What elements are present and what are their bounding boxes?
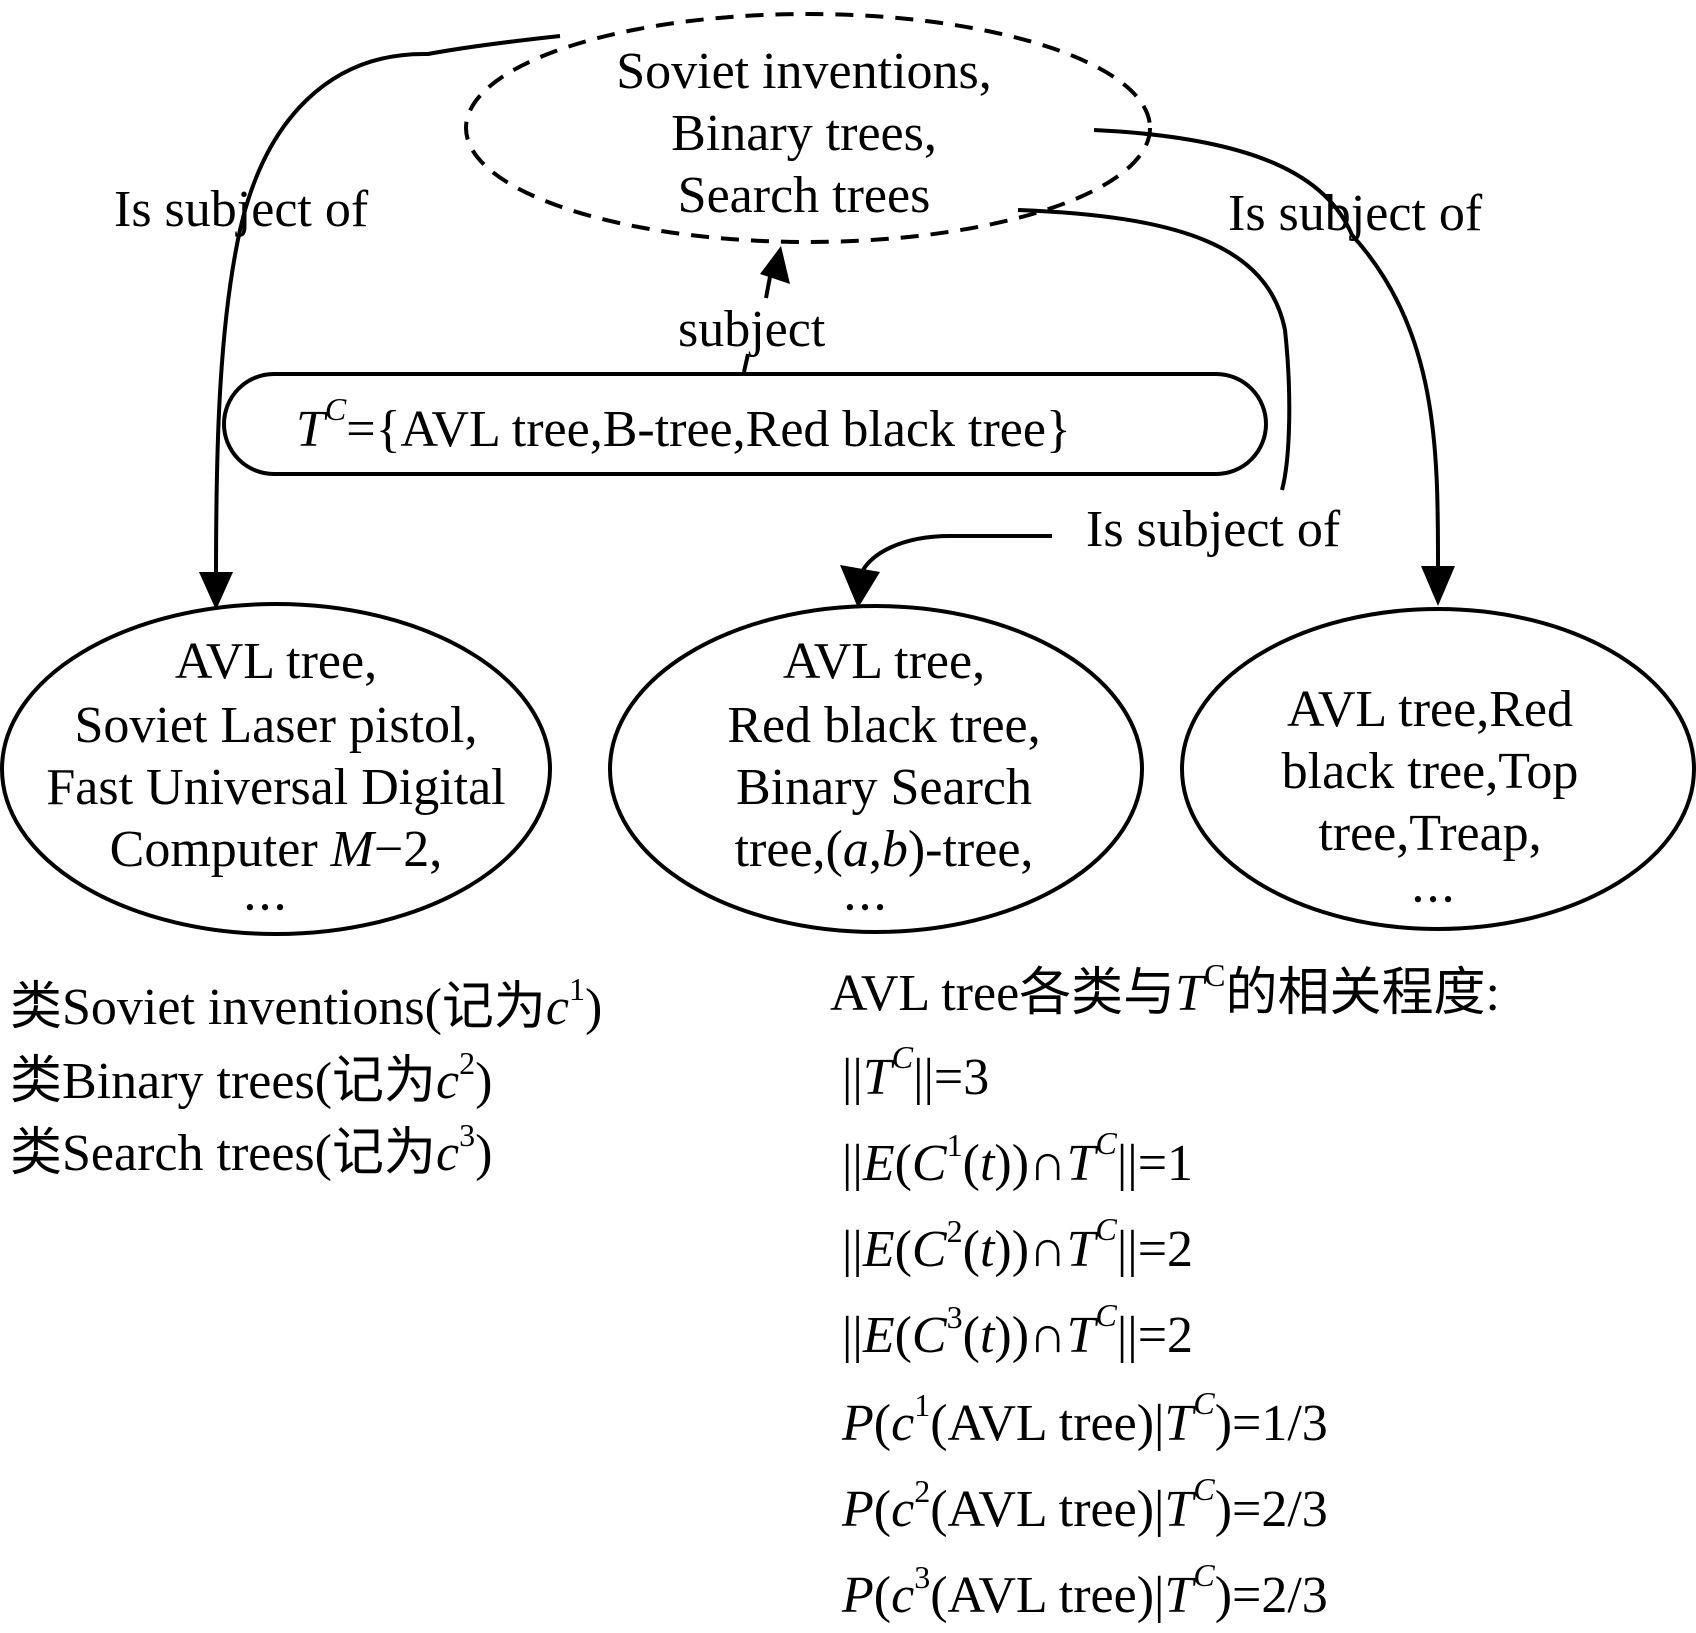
tc-cardinality: ||TC||=3 <box>842 1039 989 1106</box>
top-node-line: Search trees <box>678 167 931 224</box>
right-node-line: AVL tree,Red <box>1287 681 1573 738</box>
tc-box-outline <box>222 372 1268 476</box>
probability-row: P(c3(AVL tree)|TC)=2/3 <box>841 1557 1328 1624</box>
left-node-ellipse <box>0 602 552 936</box>
edge-label-left: Is subject of <box>114 181 369 238</box>
tc-box-text: TC={AVL tree,B-tree,Red black tree} <box>296 391 1071 458</box>
left-node-line-4: Computer M−2, <box>110 821 443 878</box>
relevance-panel: AVL tree各类与TC的相关程度: ||TC||=3 ||E(C1(t))∩… <box>830 957 1500 1624</box>
probability-row: P(c2(AVL tree)|TC)=2/3 <box>841 1471 1328 1538</box>
tc-set-box: TC={AVL tree,B-tree,Red black tree} <box>222 372 1268 476</box>
left-node-line: AVL tree, <box>175 633 377 690</box>
middle-node-ellipse <box>608 604 1144 934</box>
class-node-soviet-inventions: AVL tree, Soviet Laser pistol, Fast Univ… <box>0 602 552 936</box>
right-node-ellipse <box>1180 607 1696 931</box>
top-node-dashed-ellipse <box>464 12 1152 244</box>
left-node-ellipsis: ••• <box>245 893 290 922</box>
class-list-item: 类Binary trees(记为c2) <box>10 1045 492 1110</box>
tc-symbol: T <box>296 401 328 458</box>
intersection-row: ||E(C3(t))∩TC||=2 <box>842 1297 1193 1364</box>
middle-node-ellipsis: ••• <box>845 893 890 922</box>
edge-label-subject: subject <box>678 301 826 358</box>
arrowhead-icon <box>760 246 790 284</box>
top-node-line: Binary trees, <box>671 105 937 162</box>
relevance-heading: AVL tree各类与TC的相关程度: <box>830 957 1500 1022</box>
middle-node-line-4: tree,(a,b)-tree, <box>735 821 1034 878</box>
arrowhead-icon <box>1421 566 1455 606</box>
edge-label-right: Is subject of <box>1228 185 1483 242</box>
middle-node-line: Red black tree, <box>727 697 1040 754</box>
class-list-item: 类Soviet inventions(记为c1) <box>10 971 602 1036</box>
arrowhead-icon <box>199 572 233 610</box>
right-node-ellipsis: ••• <box>1413 885 1458 914</box>
middle-node-line: Binary Search <box>736 759 1032 816</box>
edge-middle-connector-tail <box>860 534 1052 573</box>
edge-label-middle: Is subject of <box>1086 501 1341 558</box>
top-category-node: Soviet inventions, Binary trees, Search … <box>464 12 1152 244</box>
edge-left-connector <box>214 34 561 579</box>
edge-middle-connector <box>1017 208 1292 491</box>
intersection-row: ||E(C1(t))∩TC||=1 <box>842 1125 1193 1192</box>
right-node-line: tree,Treap, <box>1318 805 1541 862</box>
class-node-binary-trees: AVL tree, Red black tree, Binary Search … <box>608 604 1144 934</box>
middle-node-line: AVL tree, <box>783 633 985 690</box>
top-node-line: Soviet inventions, <box>616 43 992 100</box>
tc-superscript: C <box>325 391 347 427</box>
left-node-line: Soviet Laser pistol, <box>75 697 478 754</box>
probability-row: P(c1(AVL tree)|TC)=1/3 <box>841 1385 1328 1452</box>
edge-subject-connector <box>742 353 750 373</box>
left-node-line: Fast Universal Digital <box>46 759 505 816</box>
tc-set-members: ={AVL tree,B-tree,Red black tree} <box>346 401 1071 458</box>
right-node-line: black tree,Top <box>1282 743 1579 800</box>
edge-right-connector <box>1093 128 1440 567</box>
class-list: 类Soviet inventions(记为c1) 类Binary trees(记… <box>10 971 602 1182</box>
class-node-search-trees: AVL tree,Red black tree,Top tree,Treap, … <box>1180 607 1696 931</box>
class-list-item: 类Search trees(记为c3) <box>10 1117 492 1182</box>
intersection-row: ||E(C2(t))∩TC||=2 <box>842 1211 1193 1278</box>
arrowhead-icon <box>840 565 880 608</box>
